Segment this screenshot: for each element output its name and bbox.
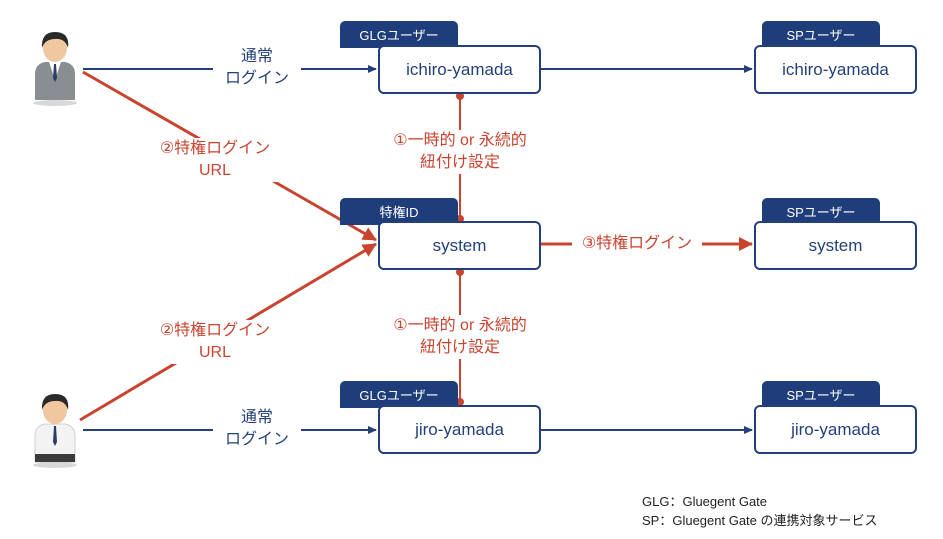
user-jiro-icon (33, 394, 77, 468)
priv-login-url-line2: URL (198, 344, 231, 361)
normal-login-line2: ログイン (224, 431, 289, 448)
priv-login-url-label-bottom: ②特権ログイン URL (140, 320, 290, 364)
priv-id-tag: 特権ID (340, 198, 458, 225)
link-dot (456, 92, 464, 100)
legend: GLG：Gluegent Gate SP：Gluegent Gate の連携対象… (642, 492, 878, 530)
priv-login-url-line1: ②特権ログイン (159, 322, 271, 339)
glg-user-tag: GLGユーザー (340, 21, 458, 48)
link-setting-line1: ①一時的 or 永続的 (393, 317, 527, 334)
link-setting-label-top: ①一時的 or 永続的 紐付け設定 (370, 130, 550, 174)
normal-login-label-bottom: 通常 ログイン (213, 407, 301, 451)
normal-login-line1: 通常 (240, 48, 273, 65)
priv-id-box-system: system (378, 221, 541, 270)
glg-user-tag: GLGユーザー (340, 381, 458, 408)
sp-user-box-jiro: jiro-yamada (754, 405, 917, 454)
legend-glg: GLG：Gluegent Gate (642, 494, 768, 509)
sp-user-box-system: system (754, 221, 917, 270)
link-setting-line2: 紐付け設定 (419, 339, 500, 356)
glg-user-box-ichiro: ichiro-yamada (378, 45, 541, 94)
link-setting-line1: ①一時的 or 永続的 (393, 132, 527, 149)
normal-login-line1: 通常 (240, 409, 273, 426)
priv-login-url-label-top: ②特権ログイン URL (140, 138, 290, 182)
link-dot (456, 268, 464, 276)
user-ichiro-icon (33, 32, 77, 106)
priv-login-url-line2: URL (198, 162, 231, 179)
priv-login-url-line1: ②特権ログイン (159, 140, 271, 157)
link-setting-line2: 紐付け設定 (419, 154, 500, 171)
link-setting-label-bottom: ①一時的 or 永続的 紐付け設定 (370, 315, 550, 359)
sp-user-tag: SPユーザー (762, 21, 880, 48)
sp-user-tag: SPユーザー (762, 198, 880, 225)
priv-login-label: ③特権ログイン (572, 233, 702, 255)
normal-login-label-top: 通常 ログイン (213, 46, 301, 90)
sp-user-tag: SPユーザー (762, 381, 880, 408)
legend-sp: SP：Gluegent Gate の連携対象サービス (642, 513, 878, 528)
glg-user-box-jiro: jiro-yamada (378, 405, 541, 454)
link-dot (456, 398, 464, 406)
sp-user-box-ichiro: ichiro-yamada (754, 45, 917, 94)
normal-login-line2: ログイン (224, 70, 289, 87)
